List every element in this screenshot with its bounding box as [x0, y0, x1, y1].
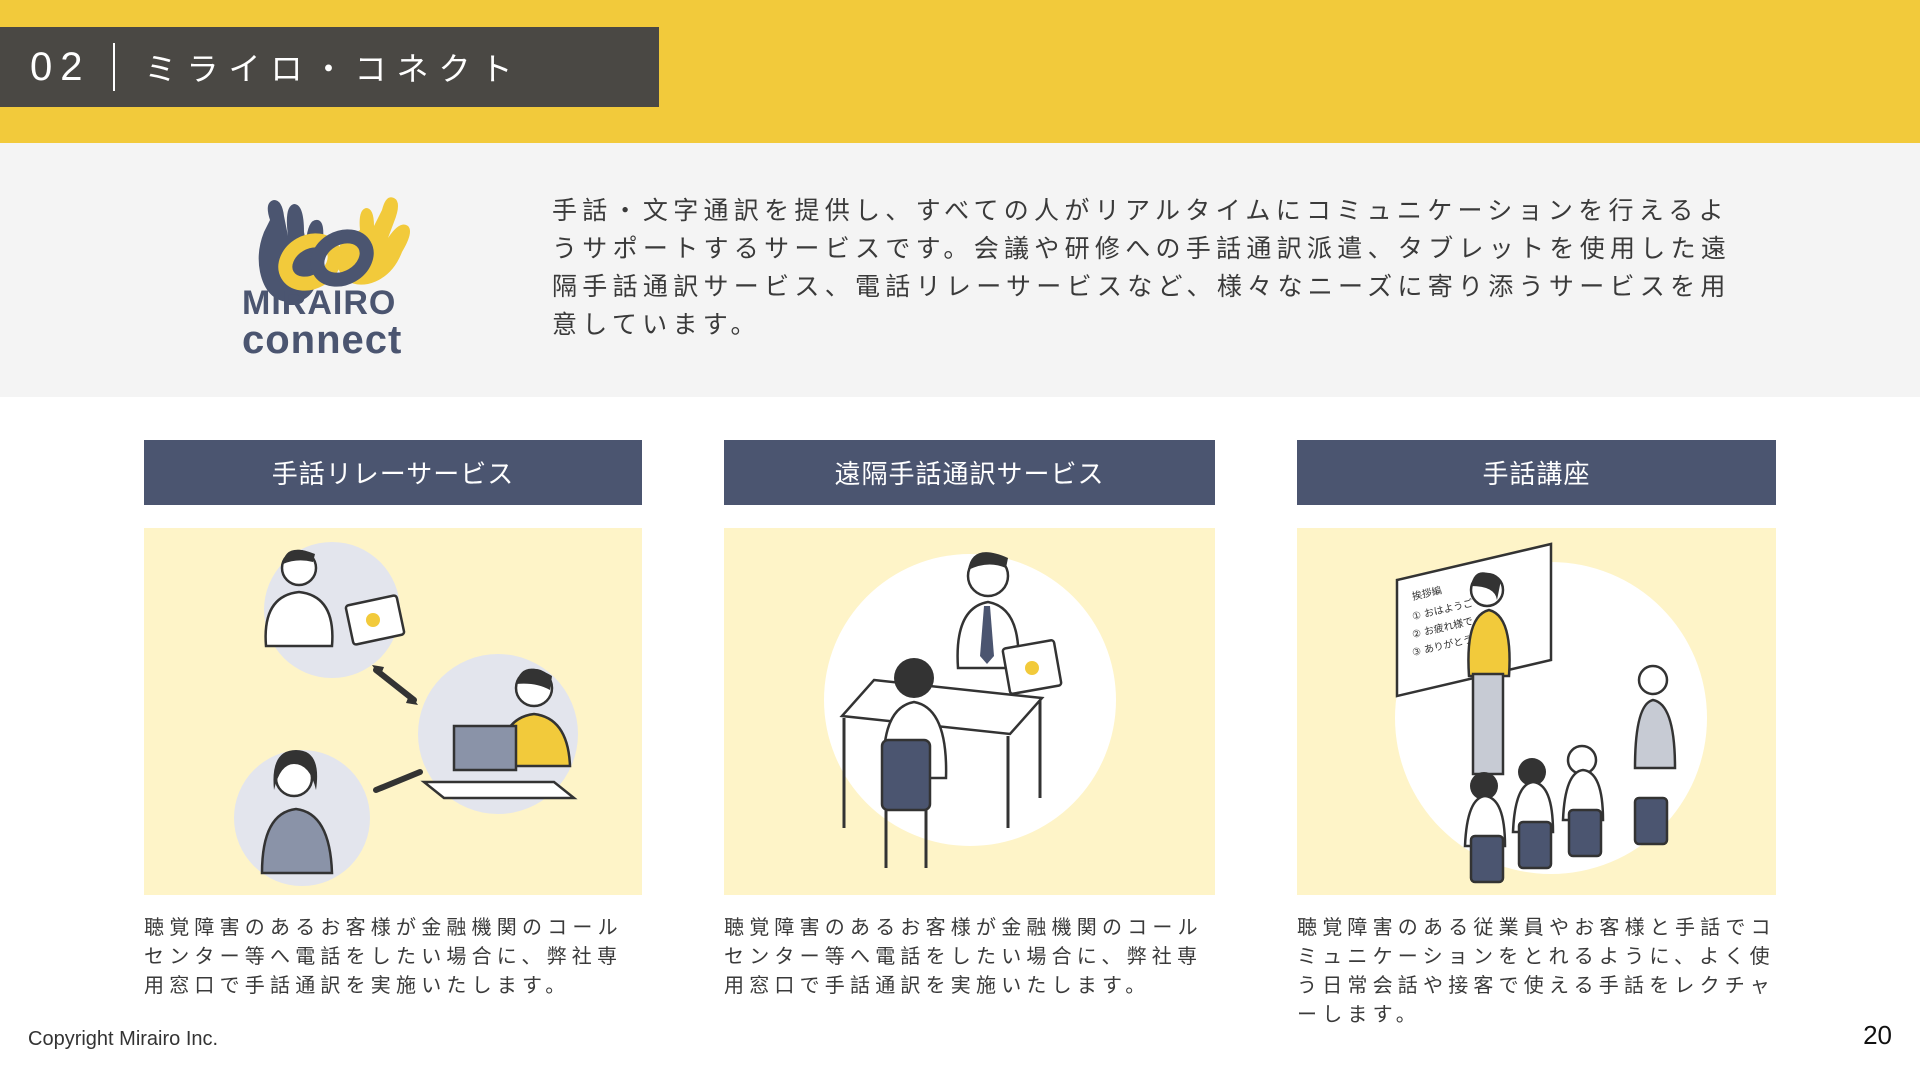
card-title-remote: 遠隔手話通訳サービス: [724, 440, 1215, 505]
logo-text-connect: connect: [242, 318, 403, 362]
section-title-box: 02 ミライロ・コネクト: [0, 27, 659, 107]
sign-language-course-illustration: 挨拶編 ① おはようご ② お疲れ様で ③ ありがとう: [1297, 528, 1776, 895]
logo-text-mirairo: MIRAIRO: [242, 284, 397, 322]
page-number: 20: [1863, 1020, 1892, 1050]
copyright: Copyright Mirairo Inc.: [28, 1028, 219, 1050]
card-title-course: 手話講座: [1297, 440, 1776, 505]
sign-language-relay-illustration: [144, 528, 642, 895]
card-desc-course: 聴覚障害のある従業員やお客様と手話でコミュニケーションをとれるように、よく使う日…: [1297, 915, 1776, 1026]
mirairo-connect-logo-icon: [258, 197, 410, 303]
card-title-relay: 手話リレーサービス: [144, 440, 642, 505]
student-row: [1463, 744, 1669, 884]
section-number: 02: [30, 44, 91, 89]
title-divider: [112, 43, 115, 91]
card-desc-remote: 聴覚障害のあるお客様が金融機関のコールセンター等へ電話をしたい場合に、弊社専用窓…: [724, 915, 1203, 997]
intro-paragraph: 手話・文字通訳を提供し、すべての人がリアルタイムにコミュニケーションを行えるよう…: [552, 196, 1732, 339]
section-title: ミライロ・コネクト: [144, 50, 523, 88]
remote-sign-interpretation-illustration: [724, 528, 1215, 895]
card-desc-relay: 聴覚障害のあるお客様が金融機関のコールセンター等へ電話をしたい場合に、弊社専用窓…: [144, 915, 623, 997]
